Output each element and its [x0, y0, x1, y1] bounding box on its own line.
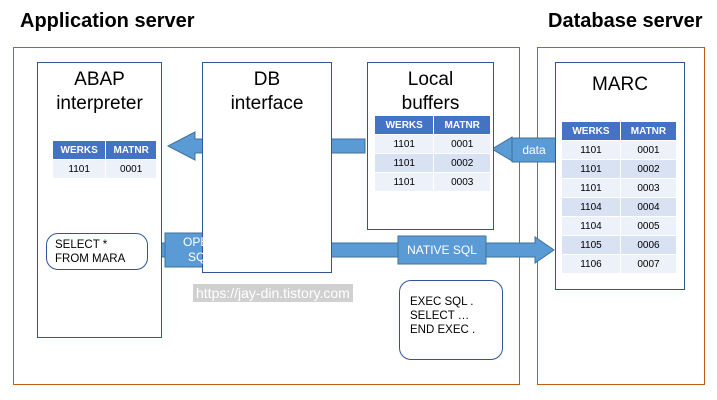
marc-table: WERKS MATNR 1101 0001 1101 0002 1101 000… [562, 122, 677, 274]
open-sql-label: OPEN SQL [182, 235, 217, 264]
table-cell: 1101 [53, 160, 107, 179]
local-buffer-data-label: Local buffer data [224, 136, 314, 150]
exec-sql-callout: EXEC SQL . SELECT … END EXEC . [399, 280, 503, 360]
table-row: 1105 0006 [562, 236, 677, 255]
native-sql-label: NATIVE SQL [407, 243, 477, 257]
table-row: 1101 0001 [562, 141, 677, 160]
table-cell: 1101 [562, 179, 621, 198]
table-header: MATNR [106, 141, 157, 160]
table-row: 1101 0003 [375, 173, 491, 192]
table-cell: 1104 [562, 217, 621, 236]
table-header: WERKS [562, 122, 621, 141]
db-interface-title: DB interface [230, 69, 304, 114]
table-header: MATNR [620, 122, 677, 141]
db-interface-box: DB interface [202, 62, 332, 273]
table-cell: 1101 [375, 135, 435, 154]
table-row: 1106 0007 [562, 255, 677, 274]
table-cell: 0004 [620, 198, 677, 217]
local-buffers-table: WERKS MATNR 1101 0001 1101 0002 1101 000… [375, 116, 491, 192]
table-cell: 0005 [620, 217, 677, 236]
watermark: https://jay-din.tistory.com [193, 284, 353, 302]
table-cell: 0003 [434, 173, 491, 192]
table-cell: 0003 [620, 179, 677, 198]
table-row: 1101 0001 [53, 160, 157, 179]
application-server-frame [13, 47, 520, 385]
database-server-frame [537, 47, 705, 385]
table-cell: 1101 [375, 154, 435, 173]
table-cell: 1104 [562, 198, 621, 217]
table-cell: 0001 [620, 141, 677, 160]
table-cell: 0006 [620, 236, 677, 255]
table-row: 1101 0002 [375, 154, 491, 173]
table-row: 1101 0001 [375, 135, 491, 154]
table-cell: 0007 [620, 255, 677, 274]
table-cell: 1106 [562, 255, 621, 274]
table-cell: 0001 [434, 135, 491, 154]
data-label: data [522, 143, 546, 157]
table-cell: 0002 [434, 154, 491, 173]
local-buffers-title: Local buffers [401, 69, 460, 114]
database-server-heading: Database server [548, 10, 703, 32]
abap-interpreter-title: ABAP interpreter [56, 69, 143, 114]
table-row: 1101 0002 [562, 160, 677, 179]
abap-table: WERKS MATNR 1101 0001 [53, 141, 157, 179]
select-mara-callout: SELECT * FROM MARA [46, 233, 148, 270]
table-row: 1101 0003 [562, 179, 677, 198]
table-cell: 1101 [562, 141, 621, 160]
table-header: WERKS [375, 116, 435, 135]
table-header: MATNR [434, 116, 491, 135]
marc-title: MARC [592, 74, 648, 95]
application-server-heading: Application server [20, 10, 195, 32]
table-cell: 1101 [562, 160, 621, 179]
table-header: WERKS [53, 141, 107, 160]
table-cell: 1105 [562, 236, 621, 255]
table-row: 1104 0005 [562, 217, 677, 236]
table-row: 1104 0004 [562, 198, 677, 217]
table-cell: 1101 [375, 173, 435, 192]
table-cell: 0001 [106, 160, 157, 179]
abap-interpreter-box: ABAP interpreter [37, 62, 162, 338]
table-cell: 0002 [620, 160, 677, 179]
